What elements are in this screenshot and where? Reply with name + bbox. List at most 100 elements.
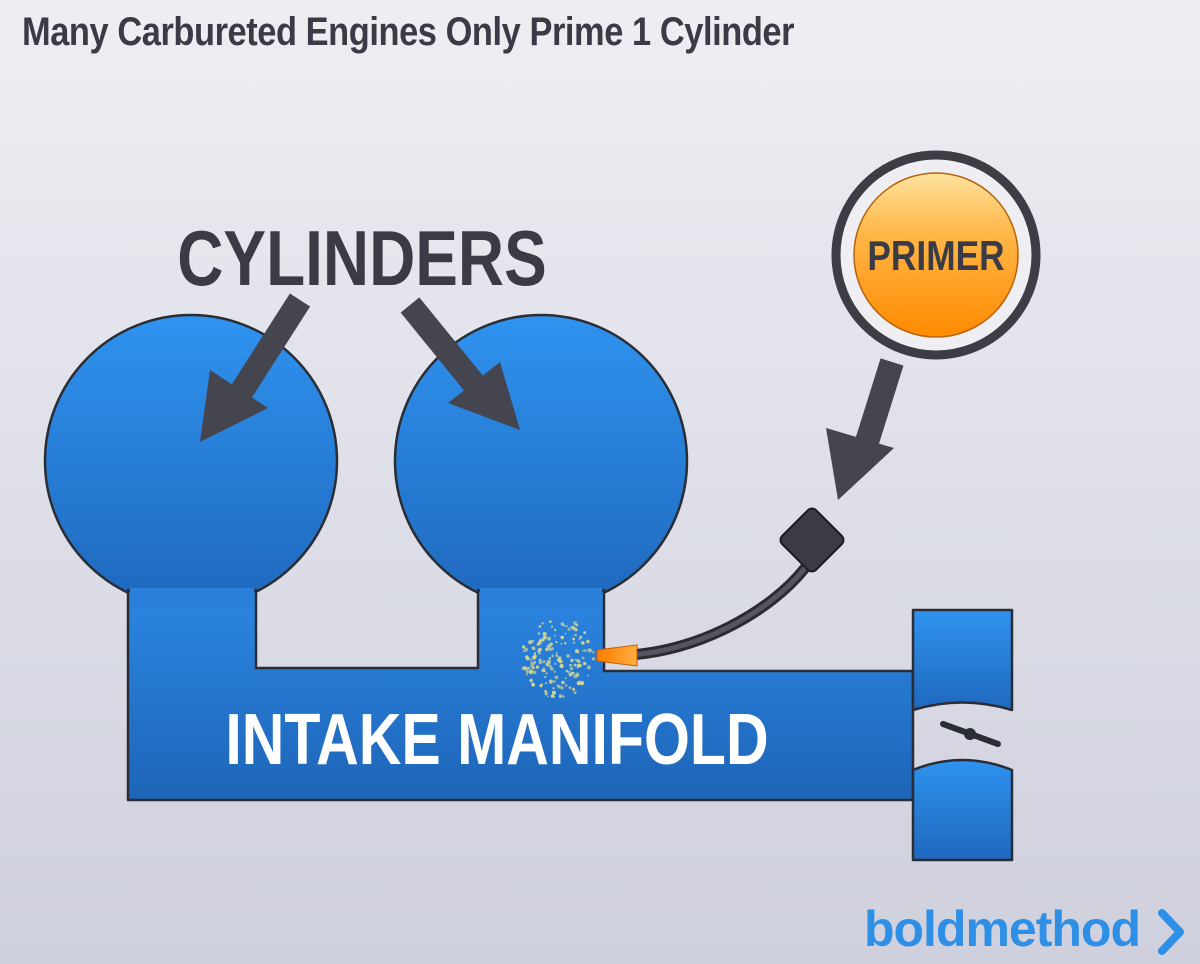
spray-droplet — [550, 625, 554, 628]
page-title: Many Carbureted Engines Only Prime 1 Cyl… — [22, 10, 795, 54]
spray-droplet — [538, 651, 541, 655]
spray-droplet — [560, 686, 564, 690]
spray-droplet — [555, 652, 558, 655]
spray-droplet — [591, 657, 596, 661]
spray-droplet — [560, 635, 564, 640]
spray-droplet — [524, 668, 528, 671]
spray-droplet — [580, 681, 585, 686]
spray-droplet — [531, 646, 536, 651]
spray-droplet — [567, 627, 571, 631]
spray-droplet — [581, 656, 585, 660]
spray-droplet — [541, 668, 545, 673]
spray-droplet — [566, 654, 571, 658]
spray-droplet — [586, 639, 590, 644]
spray-droplet — [560, 663, 563, 666]
primer-label: PRIMER — [867, 233, 1004, 280]
spray-droplet — [571, 687, 576, 691]
spray-droplet — [554, 662, 557, 665]
spray-droplet — [544, 676, 547, 678]
spray-droplet — [532, 667, 534, 670]
spray-droplet — [539, 684, 543, 688]
brand-logo: boldmethod — [863, 901, 1141, 957]
spray-droplet — [574, 649, 579, 654]
spray-droplet — [555, 641, 558, 644]
fuel-spray — [521, 620, 596, 699]
spray-droplet — [522, 650, 525, 653]
spray-droplet — [551, 654, 554, 658]
spray-droplet — [572, 626, 576, 631]
spray-droplet — [569, 666, 574, 671]
spray-droplet — [544, 689, 548, 693]
spray-droplet — [536, 643, 539, 646]
spray-droplet — [590, 649, 593, 652]
spray-droplet — [560, 622, 565, 626]
spray-droplet — [525, 670, 529, 674]
spray-droplet — [574, 633, 577, 637]
spray-droplet — [550, 694, 555, 698]
spray-droplet — [573, 621, 577, 625]
spray-droplet — [538, 660, 543, 665]
spray-droplet — [570, 663, 573, 666]
spray-droplet — [530, 661, 534, 665]
spray-droplet — [584, 649, 587, 652]
spray-droplet — [586, 674, 589, 677]
throttle-shaft — [964, 728, 976, 740]
arrow-to-right-cylinder — [400, 297, 520, 430]
spray-droplet — [582, 649, 584, 652]
carburetor-venturi — [911, 608, 1014, 862]
spray-droplet — [570, 658, 574, 663]
spray-droplet — [568, 686, 571, 689]
spray-droplet — [568, 673, 573, 677]
spray-droplet — [544, 682, 547, 685]
arrow-to-primer-connector — [826, 358, 904, 500]
spray-droplet — [553, 634, 556, 637]
spray-droplet — [540, 637, 545, 642]
spray-droplet — [586, 665, 591, 670]
spray-droplet — [575, 623, 579, 627]
spray-droplet — [525, 673, 528, 676]
spray-droplet — [533, 652, 537, 655]
spray-droplet — [557, 684, 560, 687]
spray-droplet — [561, 680, 565, 685]
cylinders-label: CYLINDERS — [177, 215, 547, 302]
spray-droplet — [564, 677, 567, 680]
spray-droplet — [530, 658, 533, 661]
spray-droplet — [587, 648, 592, 653]
spray-droplet — [547, 636, 551, 641]
spray-droplet — [541, 622, 544, 625]
chevron-right-icon — [1158, 909, 1184, 955]
spray-droplet — [550, 667, 554, 671]
spray-droplet — [567, 670, 571, 674]
spray-droplet — [548, 664, 552, 668]
spray-droplet — [582, 661, 587, 666]
spray-droplet — [561, 695, 565, 698]
spray-droplet — [580, 641, 585, 645]
spray-droplet — [560, 642, 563, 645]
arrow-to-left-cylinder — [200, 293, 311, 442]
spray-droplet — [546, 644, 551, 649]
spray-droplet — [548, 657, 552, 660]
spray-droplet — [555, 654, 559, 658]
spray-droplet — [529, 678, 533, 683]
spray-droplet — [548, 620, 552, 623]
spray-droplet — [553, 680, 556, 683]
spray-droplet — [576, 664, 580, 667]
spray-droplet — [575, 672, 580, 677]
spray-droplet — [559, 656, 562, 659]
spray-droplet — [531, 682, 535, 687]
spray-droplet — [554, 675, 559, 680]
spray-droplet — [530, 664, 535, 669]
spray-droplet — [576, 681, 581, 686]
spray-droplet — [544, 692, 548, 696]
cylinder-left — [43, 313, 339, 609]
spray-droplet — [537, 632, 541, 635]
spray-droplet — [573, 663, 577, 667]
spray-droplet — [564, 641, 567, 645]
intake-manifold-label: INTAKE MANIFOLD — [225, 698, 768, 779]
spray-droplet — [554, 628, 557, 632]
spray-droplet — [574, 658, 577, 661]
spray-droplet — [533, 661, 536, 665]
spray-droplet — [578, 638, 581, 641]
spray-droplet — [538, 625, 541, 628]
